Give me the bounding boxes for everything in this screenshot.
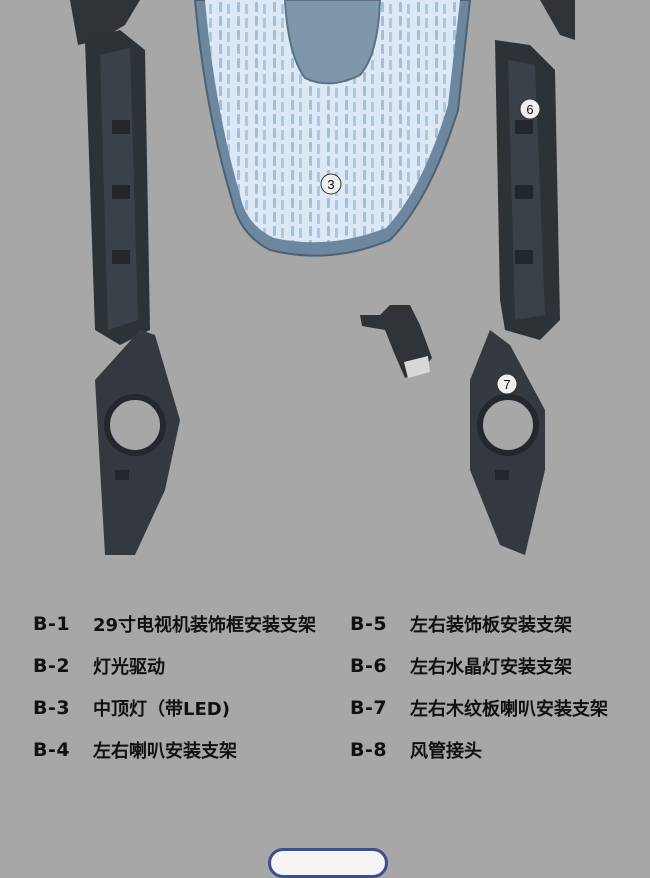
part-item-b4: B-4 左右喇叭安装支架 bbox=[33, 734, 237, 766]
part-item-b5: B-5 左右装饰板安装支架 bbox=[350, 608, 572, 640]
right-speaker-bracket bbox=[470, 330, 545, 555]
callout-7-label: 7 bbox=[503, 377, 510, 392]
right-long-bracket bbox=[495, 40, 560, 340]
part-name: 29寸电视机装饰框安装支架 bbox=[93, 615, 317, 636]
part-code: B-6 bbox=[350, 655, 388, 677]
callout-6: 6 bbox=[519, 98, 541, 120]
part-code: B-7 bbox=[350, 697, 388, 719]
part-name: 灯光驱动 bbox=[93, 657, 165, 678]
part-code: B-2 bbox=[33, 655, 71, 677]
section-heading-pill bbox=[268, 848, 388, 878]
top-left-bracket bbox=[70, 0, 140, 45]
callout-7: 7 bbox=[496, 373, 518, 395]
left-speaker-bracket bbox=[95, 330, 180, 555]
callout-6-label: 6 bbox=[526, 102, 533, 117]
callout-3: 3 bbox=[320, 173, 342, 195]
part-code: B-5 bbox=[350, 613, 388, 635]
duct-connector bbox=[360, 305, 432, 378]
part-item-b1: B-1 29寸电视机装饰框安装支架 bbox=[33, 608, 316, 640]
part-item-b7: B-7 左右木纹板喇叭安装支架 bbox=[350, 692, 608, 724]
part-code: B-1 bbox=[33, 613, 71, 635]
part-item-b6: B-6 左右水晶灯安装支架 bbox=[350, 650, 572, 682]
ceiling-lamp bbox=[193, 0, 472, 257]
part-name: 中顶灯（带LED) bbox=[93, 699, 230, 720]
top-right-bracket bbox=[540, 0, 575, 40]
part-name: 左右水晶灯安装支架 bbox=[410, 657, 572, 678]
part-item-b3: B-3 中顶灯（带LED) bbox=[33, 692, 230, 724]
left-long-bracket bbox=[85, 30, 150, 345]
part-code: B-4 bbox=[33, 739, 71, 761]
part-code: B-8 bbox=[350, 739, 388, 761]
part-name: 左右木纹板喇叭安装支架 bbox=[410, 699, 608, 720]
part-item-b2: B-2 灯光驱动 bbox=[33, 650, 165, 682]
part-name: 左右喇叭安装支架 bbox=[93, 741, 237, 762]
part-name: 左右装饰板安装支架 bbox=[410, 615, 572, 636]
part-name: 风管接头 bbox=[410, 741, 482, 762]
part-item-b8: B-8 风管接头 bbox=[350, 734, 482, 766]
callout-3-label: 3 bbox=[327, 177, 334, 192]
part-code: B-3 bbox=[33, 697, 71, 719]
parts-illustration: 3 6 7 bbox=[70, 0, 575, 555]
